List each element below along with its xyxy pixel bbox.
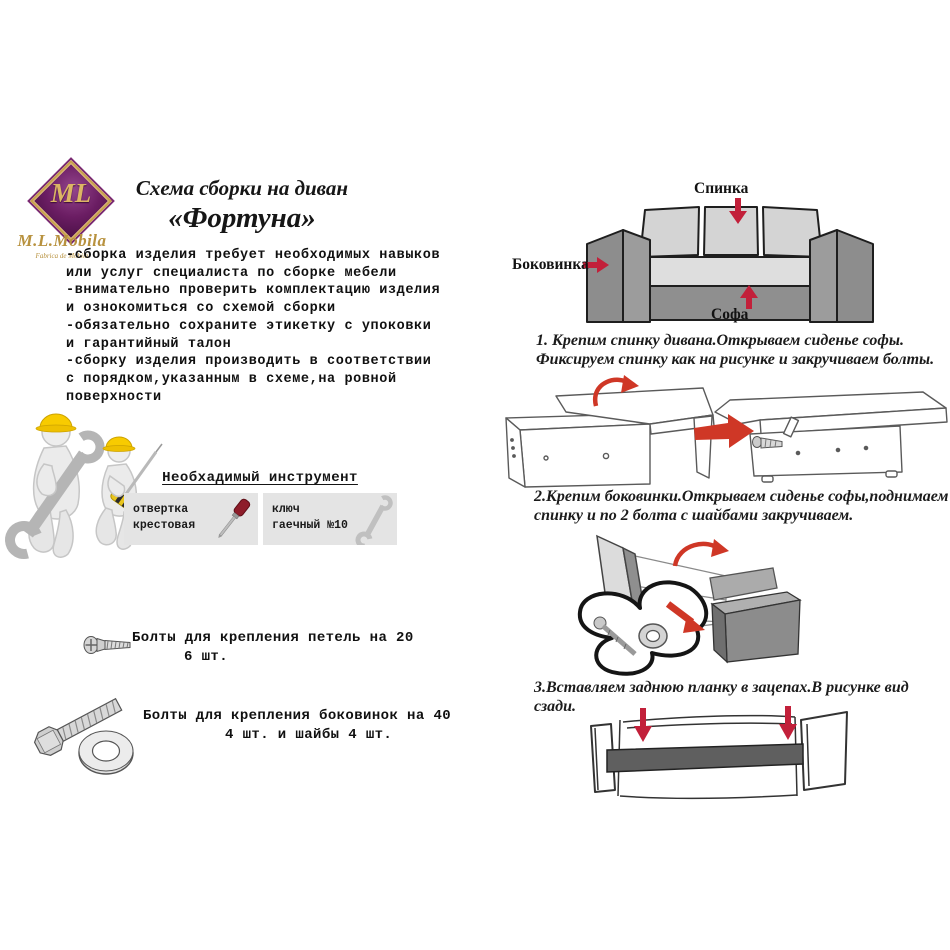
step1-illustration: [505, 375, 948, 488]
tool-cell-wrench: ключ гаечный №10: [263, 493, 397, 545]
insert-arrow-icon: [665, 601, 705, 633]
bolt-and-washer-icon: [33, 697, 134, 775]
worker1-hardhat-icon: [39, 413, 73, 429]
step1-text: 1. Крепим спинку дивана.Открываем сидень…: [536, 332, 935, 368]
tools-header: Необхадимый инструмент: [162, 470, 358, 486]
hinge-bolts-line2: 6 шт.: [184, 649, 229, 665]
step2-washer-icon: [638, 623, 668, 649]
side-bolts-line1: Болты для крепления боковинок на 40: [143, 708, 452, 724]
small-screw-icon: [83, 636, 131, 654]
title-line2: «Фортуна»: [168, 202, 316, 234]
step3-text: 3.Вставляем заднюю планку в зацепах.В ри…: [534, 679, 909, 715]
base-arrow-icon: [746, 295, 752, 309]
label-spinka: Спинка: [694, 180, 749, 197]
back-plank: [606, 743, 804, 773]
tool-label: отвертка крестовая: [133, 503, 196, 532]
right-armrest-front: [809, 229, 838, 323]
worker-figure-wrench: [5, 413, 105, 559]
label-sofa: Софа: [711, 306, 749, 323]
big-wrench-icon: [5, 430, 105, 559]
bolt-arrow-icon: [694, 414, 754, 448]
side-arrow-icon: [583, 262, 598, 268]
left-armrest-side: [586, 229, 624, 323]
step2-bolt-icon: [593, 616, 637, 656]
left-armrest-front: [622, 229, 651, 323]
tool-cell-screwdriver: отвертка крестовая: [124, 493, 258, 545]
hinge-bolts-note: Болты для крепления петель на 20 6 шт.: [132, 629, 462, 667]
assembly-notes: -сборка изделия требует необходимых навы…: [66, 248, 441, 405]
seat-cushion: [630, 256, 834, 287]
step3-illustration: [590, 706, 848, 799]
page-title: Схема сборки на диван «Фортуна»: [108, 176, 376, 235]
back-arrow-icon: [735, 198, 741, 212]
side-panel-box: [710, 591, 802, 664]
tools-table: отвертка крестовая ключ гаечный №10: [124, 493, 397, 545]
step1-screw-icon: [752, 436, 783, 449]
logo-monogram: ML: [50, 178, 92, 208]
step2-text: 2.Крепим боковинки.Открываем сиденье соф…: [534, 488, 949, 524]
label-bokovinka: Боковинка: [512, 256, 589, 273]
sofa-parts-diagram: [583, 198, 874, 323]
right-armrest-side: [836, 229, 874, 323]
side-bolts-line2: 4 шт. и шайбы 4 шт.: [225, 727, 393, 743]
open-end-wrench-icon: [355, 495, 393, 545]
step2-illustration: [577, 534, 802, 676]
step3-arrows: [634, 706, 797, 742]
title-line1: Схема сборки на диван: [135, 176, 349, 200]
worker2-hardhat-icon: [105, 436, 133, 449]
workers-illustration: [5, 413, 163, 559]
phillips-screwdriver-icon: [218, 498, 251, 538]
logo-brand-name: M.L.Mobila: [17, 231, 107, 250]
logo-subtitle: Fabrica de Mobila: [35, 252, 89, 260]
tool-label: ключ гаечный №10: [272, 503, 348, 532]
hinge-bolts-line1: Болты для крепления петель на 20: [132, 630, 414, 646]
diagram-arrows: [583, 198, 758, 309]
side-panel-flat: [709, 567, 778, 601]
back-cushion-middle: [703, 206, 759, 256]
side-panel-bolts-note: Болты для крепления боковинок на 40 4 шт…: [143, 707, 478, 745]
